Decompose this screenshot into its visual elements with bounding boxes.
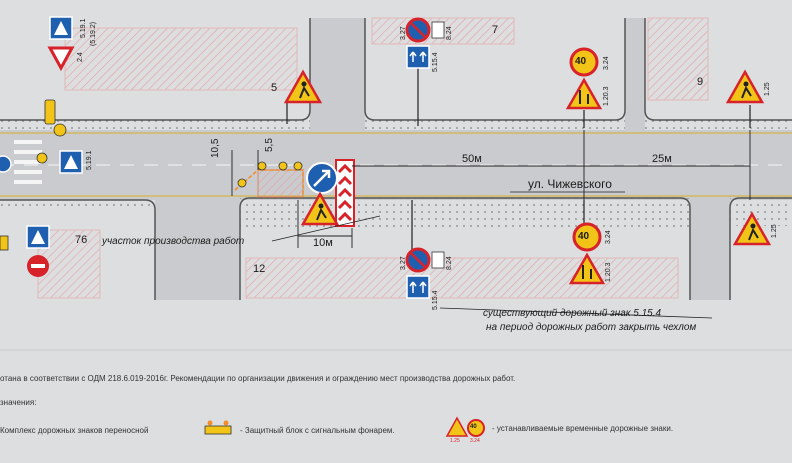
legend-icon-40: 40 [470, 424, 477, 430]
sidewalk-top-left [0, 120, 310, 130]
curb-bl [0, 199, 156, 300]
code-r-125: 1.25 [764, 82, 771, 96]
footer-basis: отана в соответствии с ОДМ 218.6.019-201… [0, 374, 516, 383]
code-tl-5192: (5.19.2) [90, 21, 97, 46]
legend-item-1: Комплекс дорожных знаков переносной [0, 426, 149, 435]
legend-roadworks-icon [445, 416, 469, 437]
legend-speed-icon [467, 419, 485, 437]
yield-sign [47, 46, 75, 72]
distance-25m: 25м [652, 153, 672, 165]
building-12 [245, 257, 679, 299]
code-c-125: 1.25 [771, 224, 778, 238]
work-zone-area [257, 169, 304, 198]
side-road-top-right [625, 18, 645, 133]
dimension-lines [231, 130, 751, 248]
code-b-324: 3.24 [605, 230, 612, 244]
speed-limit-sign-lower [572, 222, 602, 252]
narrowing-sign-lower [568, 252, 606, 285]
code-bot-824: 8.24 [446, 256, 453, 270]
top-sign-cluster [405, 17, 445, 69]
code-b-1203: 1.20.3 [605, 262, 612, 282]
curb-tm [364, 18, 626, 121]
building-9 [647, 17, 709, 101]
roadworks-sign-top [283, 69, 323, 104]
curb-bm [239, 197, 691, 300]
existing-sign-note-line1: существующий дорожный знак 5.15.4 [483, 308, 662, 319]
legend-icon-324: 3.24 [470, 438, 480, 444]
legend-title: значения: [0, 398, 37, 407]
curb-tl [0, 18, 311, 121]
code-top-327: 3.27 [400, 26, 407, 40]
code-r-1203: 1.20.3 [603, 86, 610, 106]
code-bot-327: 3.27 [400, 256, 407, 270]
work-zone-fence [234, 169, 304, 197]
distance-5-5: 5,5 [264, 138, 275, 152]
traffic-light-left [0, 99, 67, 251]
pedestrian-crossing-sign-top [49, 16, 73, 40]
sidewalk-top-mid [365, 120, 625, 130]
legend-item-2: - Защитный блок с сигнальным фонарем. [240, 426, 395, 435]
code-bot-5154: 5.15.4 [432, 290, 439, 310]
work-zone-label: участок производства работ [102, 236, 245, 247]
note-leader [439, 307, 713, 319]
building-12-number: 12 [253, 263, 266, 275]
building-5 [64, 27, 298, 91]
barrier-lights [237, 161, 303, 188]
curb-br [729, 197, 792, 300]
building-9-number: 9 [697, 76, 704, 88]
existing-sign-note-line2: на период дорожных работ закрыть чехлом [486, 322, 697, 333]
curb-tr [644, 18, 792, 121]
no-entry-sign [27, 255, 49, 277]
distance-10m: 10м [313, 237, 333, 249]
code-tl-24: 2.4 [77, 52, 84, 62]
keep-right-sign [306, 162, 338, 194]
distance-50m: 50м [462, 153, 482, 165]
sidewalk-bottom-right [730, 198, 792, 226]
street-name: ул. Чижевского [528, 177, 612, 191]
sidewalk-top-right [645, 120, 792, 130]
pedestrian-crossing-sign-left [59, 150, 83, 174]
pedestrian-crossing-sign-bottom [26, 225, 50, 249]
work-zone-leader [271, 215, 381, 242]
crosswalk-left [14, 140, 42, 184]
code-left-5191: 5.19.1 [86, 150, 93, 170]
bottom-sign-cluster [405, 247, 445, 299]
legend-icon-125: 1.25 [450, 438, 460, 444]
side-road-bottom-right [690, 195, 730, 300]
roadworks-sign-right-top [725, 69, 765, 104]
side-road-bottom [155, 195, 240, 300]
speed-limit-upper-value: 40 [575, 56, 587, 67]
legend-item-3: - устанавливаемые временные дорожные зна… [492, 424, 674, 433]
building-7-number: 7 [492, 24, 499, 36]
sidewalk-bottom-left [0, 200, 155, 210]
code-top-5154: 5.15.4 [432, 52, 439, 72]
building-5-number: 5 [271, 82, 278, 94]
chevron-board [335, 159, 355, 227]
narrowing-sign-upper [565, 77, 603, 110]
building-76-number: 76 [75, 234, 88, 246]
speed-limit-lower-value: 40 [578, 231, 590, 242]
side-road-top [310, 18, 365, 133]
code-top-824: 8.24 [446, 26, 453, 40]
roadworks-sign-right-bottom [732, 211, 772, 246]
speed-limit-sign-upper [569, 47, 599, 77]
code-tl-5191: 5.19.1 [80, 18, 87, 38]
legend-barrier-icon [204, 420, 232, 435]
code-r-324: 3.24 [603, 56, 610, 70]
roadworks-sign-mid [300, 191, 340, 226]
distance-10-5: 10,5 [210, 138, 221, 158]
